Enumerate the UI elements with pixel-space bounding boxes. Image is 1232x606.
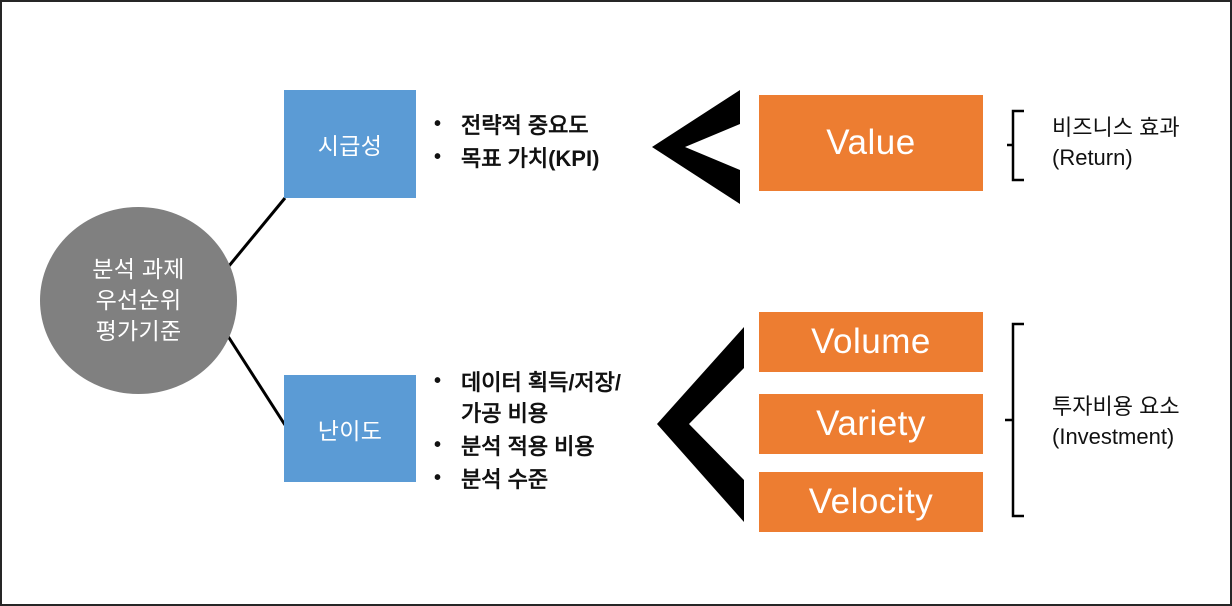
bullet-list-difficulty: 데이터 획득/저장/ 가공 비용 분석 적용 비용 분석 수준 <box>429 366 621 497</box>
list-item: 분석 수준 <box>429 463 621 495</box>
group-label-return: 비즈니스 효과 (Return) <box>1052 115 1180 170</box>
left-chevron-investment-icon <box>657 327 744 522</box>
factor-box-variety[interactable]: Variety <box>759 394 983 454</box>
criterion-box-urgency[interactable]: 시급성 <box>284 90 416 198</box>
left-chevron-return-icon <box>652 90 740 204</box>
center-node-evaluation-criteria: 분석 과제 우선순위 평가기준 <box>40 207 237 394</box>
bracket-investment <box>1005 322 1024 518</box>
factor-box-velocity[interactable]: Velocity <box>759 472 983 532</box>
factor-box-value[interactable]: Value <box>759 95 983 191</box>
connector-circle-to-difficulty <box>222 329 287 426</box>
list-item: 전략적 중요도 <box>429 109 599 141</box>
list-item: 데이터 획득/저장/ 가공 비용 <box>429 366 621 429</box>
criterion-box-difficulty[interactable]: 난이도 <box>284 375 416 482</box>
factor-box-volume[interactable]: Volume <box>759 312 983 372</box>
bullet-list-urgency: 전략적 중요도 목표 가치(KPI) <box>429 109 599 176</box>
list-item: 분석 적용 비용 <box>429 430 621 462</box>
group-label-investment: 투자비용 요소 (Investment) <box>1052 394 1180 449</box>
bracket-return <box>1007 109 1024 182</box>
connector-circle-to-urgency <box>222 197 287 273</box>
list-item: 목표 가치(KPI) <box>429 142 599 174</box>
